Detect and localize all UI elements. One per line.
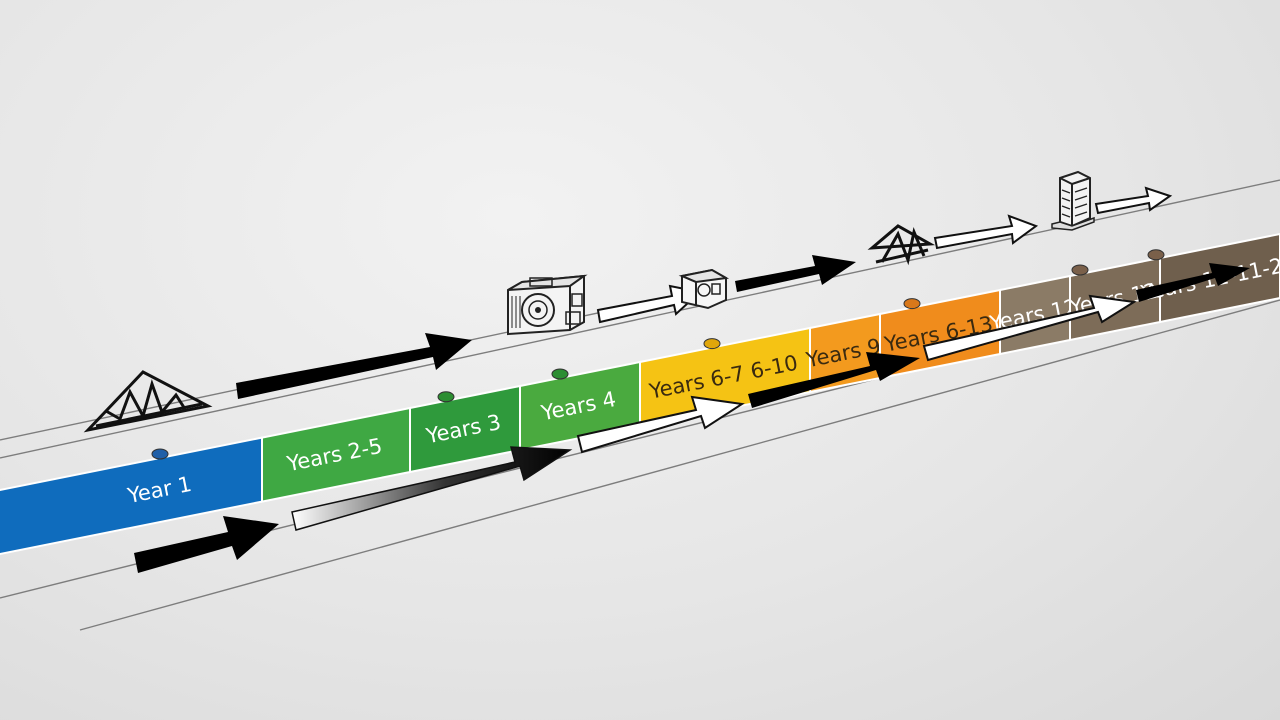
arrow-lower-2 (291, 446, 573, 531)
arrow-upper-5 (1094, 186, 1173, 215)
milestone-dot (437, 391, 455, 403)
mechanical-unit-icon (507, 274, 588, 336)
milestone-dot (1071, 264, 1089, 276)
upper-arrows (236, 186, 1173, 399)
arrow-lower-3 (576, 395, 745, 454)
building-icon (1051, 170, 1095, 231)
milestone-dot (151, 448, 169, 460)
arrow-upper-1 (236, 333, 472, 399)
milestone-dot (551, 368, 569, 380)
guide-line-bottom (79, 299, 1280, 631)
cube-box-icon (678, 268, 730, 310)
milestone-dot (903, 298, 921, 310)
arrow-lower-4 (748, 352, 920, 408)
arrow-upper-4 (933, 214, 1039, 250)
arrow-lower-1 (134, 516, 279, 573)
lower-arrows (134, 263, 1250, 573)
roof-truss-icon (83, 370, 213, 433)
arrow-lower-5 (922, 294, 1137, 362)
milestone-dots (151, 249, 1165, 460)
arrow-lower-6 (1136, 263, 1250, 302)
milestone-dot (1147, 249, 1165, 261)
milestone-dot (703, 338, 721, 350)
arrow-upper-3 (735, 255, 856, 292)
truss-frame-icon (867, 224, 936, 266)
